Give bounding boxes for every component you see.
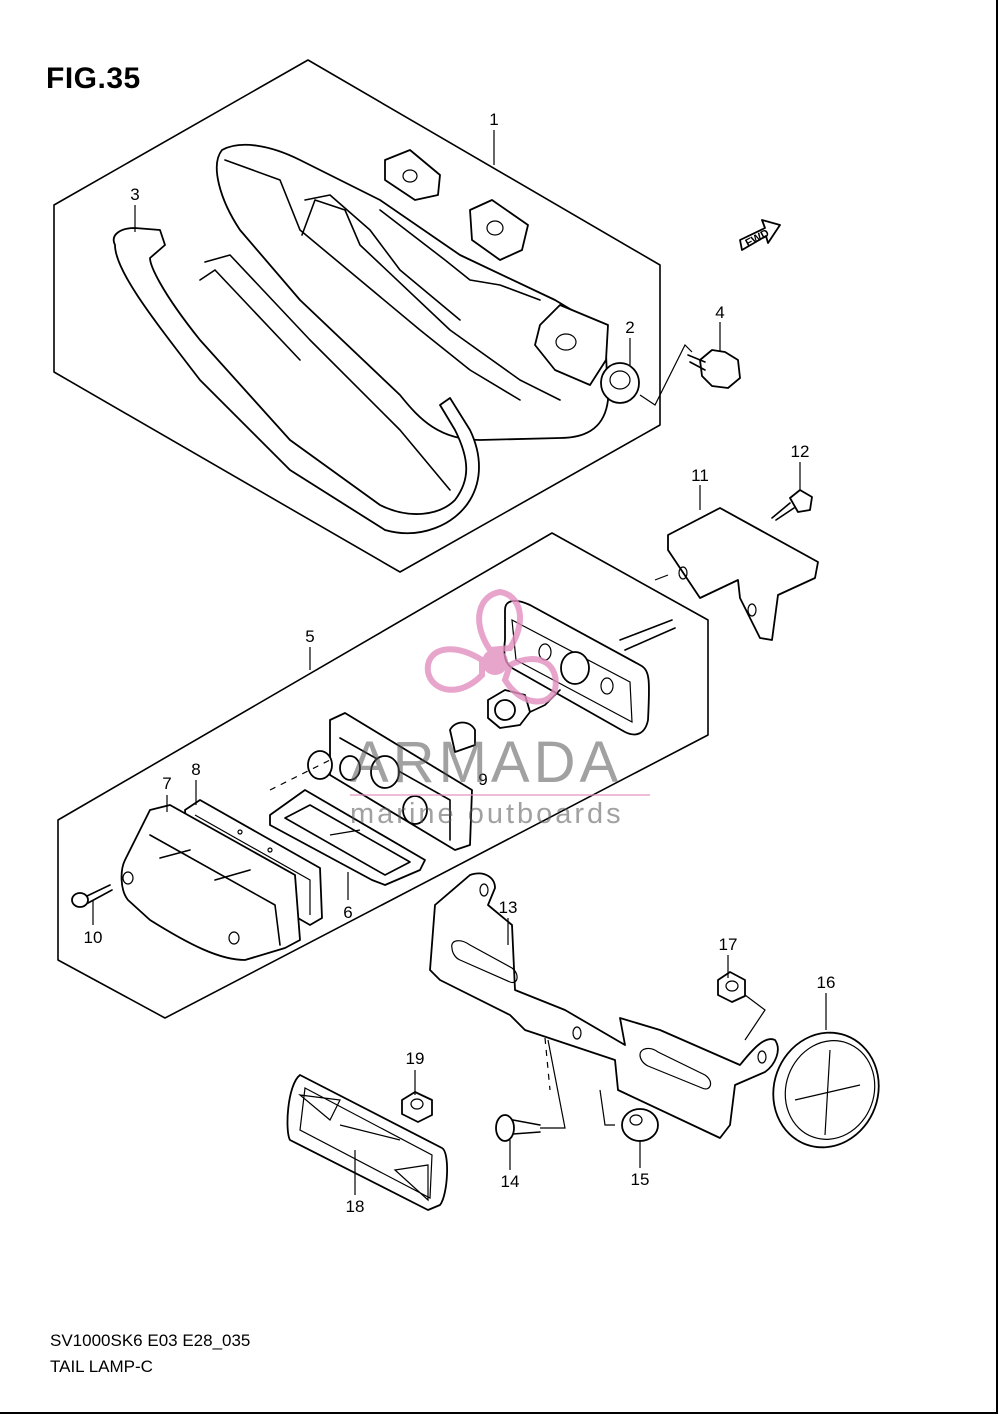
lamp-lens-loop[interactable]	[112, 227, 480, 534]
flange-nut-17[interactable]	[717, 971, 766, 1041]
callout-labels: 1 2 3 4 5 6 7 8 9 10 11 12 13 14 15 16 1…	[84, 110, 836, 1216]
flange-nut-15[interactable]	[621, 1108, 659, 1142]
callout-9: 9	[478, 770, 487, 789]
callout-11: 11	[691, 466, 709, 485]
callout-12: 12	[791, 442, 810, 461]
bracket-screw[interactable]	[771, 489, 813, 521]
lamp-bulb[interactable]	[449, 689, 531, 753]
watermark-tagline: marine outboards	[350, 798, 624, 830]
lamp-socket-plate[interactable]	[503, 599, 676, 736]
plate-bolt[interactable]	[495, 1039, 566, 1142]
callout-17: 17	[719, 935, 738, 954]
lens-cover[interactable]	[269, 789, 426, 886]
watermark-logo-icon	[424, 588, 559, 705]
callout-18: 18	[346, 1197, 365, 1216]
callout-4: 4	[715, 303, 724, 322]
upper-assembly-box	[53, 59, 661, 573]
section-name: TAIL LAMP-C	[50, 1357, 153, 1376]
model-code: SV1000SK6 E03 E28_035	[50, 1331, 251, 1350]
round-reflector[interactable]	[757, 1018, 894, 1163]
callout-5: 5	[305, 627, 314, 646]
callout-10: 10	[84, 928, 103, 947]
lamp-unit[interactable]	[120, 804, 301, 961]
license-bracket[interactable]	[654, 507, 819, 641]
callout-15: 15	[631, 1170, 650, 1189]
callout-19: 19	[406, 1049, 425, 1068]
watermark-brand: ARMADA	[350, 730, 622, 795]
watermark: ARMADA marine outboards	[350, 588, 650, 830]
callout-3: 3	[130, 185, 139, 204]
license-plate-bracket[interactable]	[429, 872, 779, 1139]
callout-14: 14	[501, 1172, 520, 1191]
tail-lamp-housing[interactable]	[215, 143, 609, 441]
mounting-bolt[interactable]	[639, 343, 741, 406]
grommet[interactable]	[600, 362, 640, 404]
socket-housing[interactable]	[269, 712, 473, 851]
lower-assembly-box	[57, 532, 709, 1019]
forward-direction-arrow: FWD	[739, 219, 781, 251]
callout-6: 6	[343, 903, 352, 922]
rectangular-reflector[interactable]	[286, 1074, 448, 1211]
callout-1: 1	[489, 110, 498, 129]
reflector-nut[interactable]	[401, 1091, 433, 1123]
callout-7: 7	[162, 774, 171, 793]
leader-lines	[92, 130, 827, 1195]
figure-title: FIG.35	[46, 62, 141, 95]
lamp-screw[interactable]	[71, 884, 113, 908]
callout-2: 2	[625, 318, 634, 337]
callout-16: 16	[817, 973, 836, 992]
fwd-label: FWD	[744, 227, 772, 249]
callout-13: 13	[499, 898, 518, 917]
callout-8: 8	[191, 760, 200, 779]
